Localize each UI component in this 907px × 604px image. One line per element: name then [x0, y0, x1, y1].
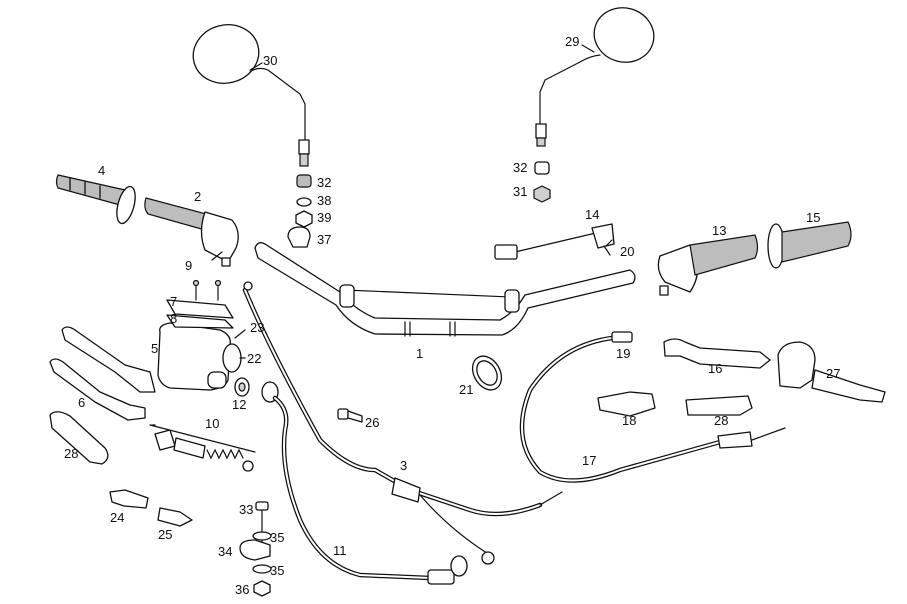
throttle-right [657, 234, 759, 296]
label-24: 24 [110, 510, 124, 525]
label-18: 18 [622, 413, 636, 428]
mount-clamp [239, 501, 272, 597]
mirror-left-hardware [287, 174, 313, 248]
label-29: 29 [565, 34, 579, 49]
label-22: 22 [247, 351, 261, 366]
label-38: 38 [317, 193, 331, 208]
label-25: 25 [158, 527, 172, 542]
grip-left [55, 174, 136, 225]
label-5: 5 [151, 341, 158, 356]
switch-14 [494, 223, 615, 260]
label-35-top: 35 [270, 530, 284, 545]
mirror-right [535, 7, 655, 147]
label-8: 8 [170, 311, 177, 326]
part-18 [597, 391, 656, 417]
grip-right [767, 221, 852, 269]
mirror-left [192, 24, 310, 167]
label-6: 6 [78, 395, 85, 410]
label-36: 36 [235, 582, 249, 597]
clutch-perch [777, 341, 886, 403]
bolt-26 [337, 408, 363, 423]
handlebar [254, 242, 636, 337]
label-37: 37 [317, 232, 331, 247]
brake-master-cylinder [61, 279, 242, 393]
label-28-left: 28 [64, 446, 78, 461]
label-33: 33 [239, 502, 253, 517]
part-24 [109, 489, 149, 509]
label-27: 27 [826, 366, 840, 381]
clutch-lever-16 [663, 338, 771, 369]
label-12: 12 [232, 397, 246, 412]
callout-labels: 1 2 3 4 5 6 7 8 9 10 11 12 13 14 15 16 1… [64, 34, 840, 597]
label-34: 34 [218, 544, 232, 559]
label-15: 15 [806, 210, 820, 225]
label-26: 26 [365, 415, 379, 430]
clamp-21 [471, 355, 503, 391]
label-7: 7 [170, 294, 177, 309]
label-31: 31 [513, 184, 527, 199]
label-17: 17 [582, 453, 596, 468]
label-1: 1 [416, 346, 423, 361]
clutch-cable [519, 331, 786, 483]
brake-lever-6 [49, 358, 146, 421]
label-39: 39 [317, 210, 331, 225]
label-30: 30 [263, 53, 277, 68]
label-35-bottom: 35 [270, 563, 284, 578]
leader-lines [151, 44, 613, 426]
throttle-cable [242, 281, 563, 565]
lever-guard-right [685, 395, 753, 416]
label-13: 13 [712, 223, 726, 238]
label-16: 16 [708, 361, 722, 376]
throttle-left [144, 197, 239, 267]
label-32-left: 32 [317, 175, 331, 190]
label-10: 10 [205, 416, 219, 431]
part-25 [157, 507, 193, 527]
part-12 [234, 377, 250, 397]
label-19: 19 [616, 346, 630, 361]
mirror-right-hardware [533, 161, 551, 203]
label-3: 3 [400, 458, 407, 473]
label-32-right: 32 [513, 160, 527, 175]
lever-guard-left [49, 411, 109, 465]
label-21: 21 [459, 382, 473, 397]
piston-kit [149, 424, 256, 472]
label-20: 20 [620, 244, 634, 259]
brake-hose [261, 381, 468, 585]
label-9: 9 [185, 258, 192, 273]
label-4: 4 [98, 163, 105, 178]
label-14: 14 [585, 207, 599, 222]
label-28-right: 28 [714, 413, 728, 428]
label-2: 2 [194, 189, 201, 204]
label-11: 11 [333, 543, 347, 558]
label-23: 23 [250, 320, 264, 335]
